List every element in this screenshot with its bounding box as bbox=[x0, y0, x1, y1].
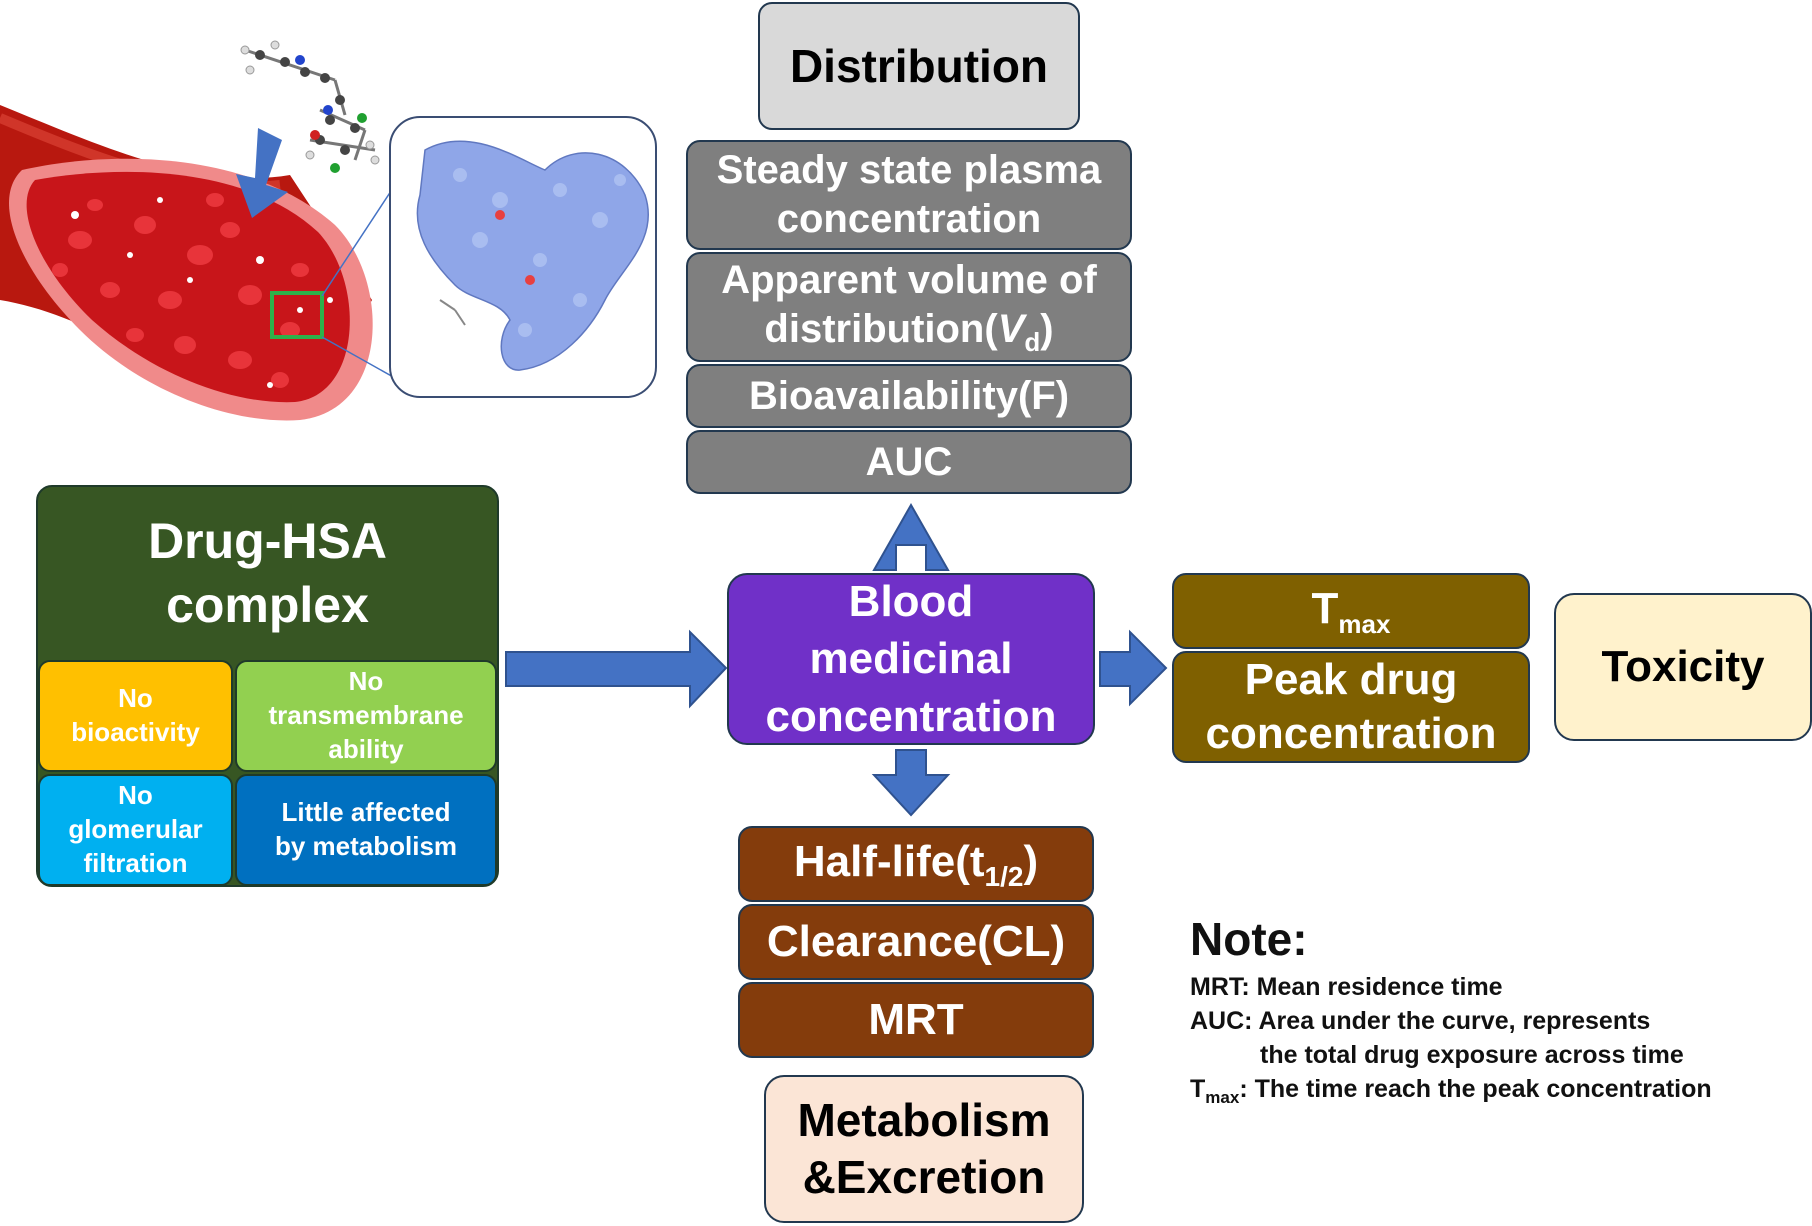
red-blood-cells bbox=[52, 193, 309, 388]
arrow-down-icon bbox=[871, 749, 951, 817]
clearance-box: Clearance(CL) bbox=[738, 904, 1094, 980]
excretion-line2: &Excretion bbox=[802, 1151, 1046, 1203]
no-bioactivity-line2: bioactivity bbox=[71, 717, 200, 747]
no-glomerular-line1: No bbox=[118, 780, 153, 811]
tmax-subscript: max bbox=[1338, 608, 1391, 639]
vd-variable: V bbox=[997, 306, 1025, 351]
note-tmax-text: : The time reach the peak concentration bbox=[1239, 1075, 1712, 1103]
no-glomerular-line3: filtration bbox=[83, 847, 188, 878]
little-metabolism-line2: by metabolism bbox=[274, 831, 458, 861]
arrow-up-icon bbox=[872, 502, 950, 571]
little-metabolism-line1: Little affected bbox=[281, 797, 451, 828]
vd-suffix: ) bbox=[1040, 306, 1054, 351]
highlight-square bbox=[270, 291, 324, 339]
note-title: Note: bbox=[1190, 913, 1308, 965]
no-bioactivity-line1: No bbox=[118, 683, 153, 714]
half-life-subscript: 1/2 bbox=[984, 860, 1024, 892]
distribution-header-label: Distribution bbox=[789, 39, 1049, 92]
note-tmax-prefix: T bbox=[1190, 1075, 1206, 1103]
arrow-down-icon bbox=[236, 128, 288, 218]
toxicity-label: Toxicity bbox=[1601, 642, 1765, 692]
bioavailability-box: Bioavailability(F) bbox=[686, 364, 1132, 428]
bioavailability-label: Bioavailability(F) bbox=[748, 373, 1070, 418]
tmax-box: Tmax bbox=[1172, 573, 1530, 649]
note-mrt: MRT: Mean residence time bbox=[1190, 973, 1503, 1001]
steady-state-line1: Steady state plasma bbox=[716, 148, 1102, 193]
metabolism-excretion-box: Metabolism &Excretion bbox=[764, 1075, 1084, 1223]
volume-distribution-line1: Apparent volume of bbox=[721, 257, 1097, 302]
mrt-box: MRT bbox=[738, 982, 1094, 1058]
drug-hsa-title-line2: complex bbox=[166, 577, 369, 633]
drug-molecule bbox=[240, 40, 380, 173]
blood-concentration-line3: concentration bbox=[765, 691, 1057, 741]
small-ligand-molecule bbox=[439, 299, 466, 326]
peak-drug-line2: concentration bbox=[1205, 709, 1497, 758]
no-transmembrane-line2: transmembrane bbox=[268, 700, 464, 731]
distribution-header: Distribution bbox=[758, 2, 1080, 130]
vd-subscript: d bbox=[1024, 326, 1041, 357]
vessel-lumen bbox=[26, 171, 350, 403]
no-glomerular-cell: No glomerular filtration bbox=[38, 774, 233, 886]
note-tmax-subscript: max bbox=[1205, 1088, 1240, 1107]
little-metabolism-cell: Little affected by metabolism bbox=[235, 774, 497, 886]
half-life-suffix: ) bbox=[1023, 836, 1039, 886]
blood-concentration-box: Blood medicinal concentration bbox=[727, 573, 1095, 745]
steady-state-line2: concentration bbox=[776, 197, 1042, 241]
note-tmax: Tmax: The time reach the peak concentrat… bbox=[1190, 1075, 1712, 1108]
arrow-right-icon bbox=[505, 629, 728, 709]
drug-hsa-title: Drug-HSA complex bbox=[38, 509, 497, 637]
hsa-protein bbox=[416, 140, 650, 371]
steady-state-box: Steady state plasma concentration bbox=[686, 140, 1132, 250]
vd-prefix: distribution( bbox=[764, 306, 998, 351]
no-transmembrane-line3: ability bbox=[328, 733, 404, 764]
no-transmembrane-line1: No bbox=[348, 666, 384, 697]
no-bioactivity-cell: No bioactivity bbox=[38, 660, 233, 772]
note-auc-line2: the total drug exposure across time bbox=[1260, 1041, 1684, 1069]
tmax-main: T bbox=[1311, 583, 1339, 633]
half-life-prefix: Half-life(t bbox=[793, 836, 985, 886]
auc-box: AUC bbox=[686, 430, 1132, 494]
auc-label: AUC bbox=[865, 439, 953, 484]
volume-distribution-line2: distribution(Vd) bbox=[764, 305, 1053, 359]
no-transmembrane-cell: No transmembrane ability bbox=[235, 660, 497, 772]
metabolism-line1: Metabolism bbox=[797, 1093, 1051, 1146]
arrow-right-icon bbox=[1099, 629, 1168, 707]
toxicity-box: Toxicity bbox=[1554, 593, 1812, 741]
note-auc-line1: AUC: Area under the curve, represents bbox=[1190, 1007, 1651, 1035]
half-life-label: Half-life(t1/2) bbox=[794, 835, 1038, 894]
blood-concentration-line2: medicinal bbox=[809, 634, 1013, 684]
mrt-label: MRT bbox=[868, 995, 964, 1045]
half-life-box: Half-life(t1/2) bbox=[738, 826, 1094, 902]
peak-drug-box: Peak drug concentration bbox=[1172, 651, 1530, 763]
blood-concentration-line1: Blood bbox=[848, 577, 974, 627]
drug-hsa-title-line1: Drug-HSA bbox=[148, 513, 387, 569]
tmax-label: Tmax bbox=[1312, 582, 1391, 641]
volume-distribution-box: Apparent volume of distribution(Vd) bbox=[686, 252, 1132, 362]
peak-drug-line1: Peak drug bbox=[1244, 655, 1458, 705]
clearance-label: Clearance(CL) bbox=[766, 917, 1066, 967]
no-glomerular-line2: glomerular bbox=[68, 814, 203, 845]
